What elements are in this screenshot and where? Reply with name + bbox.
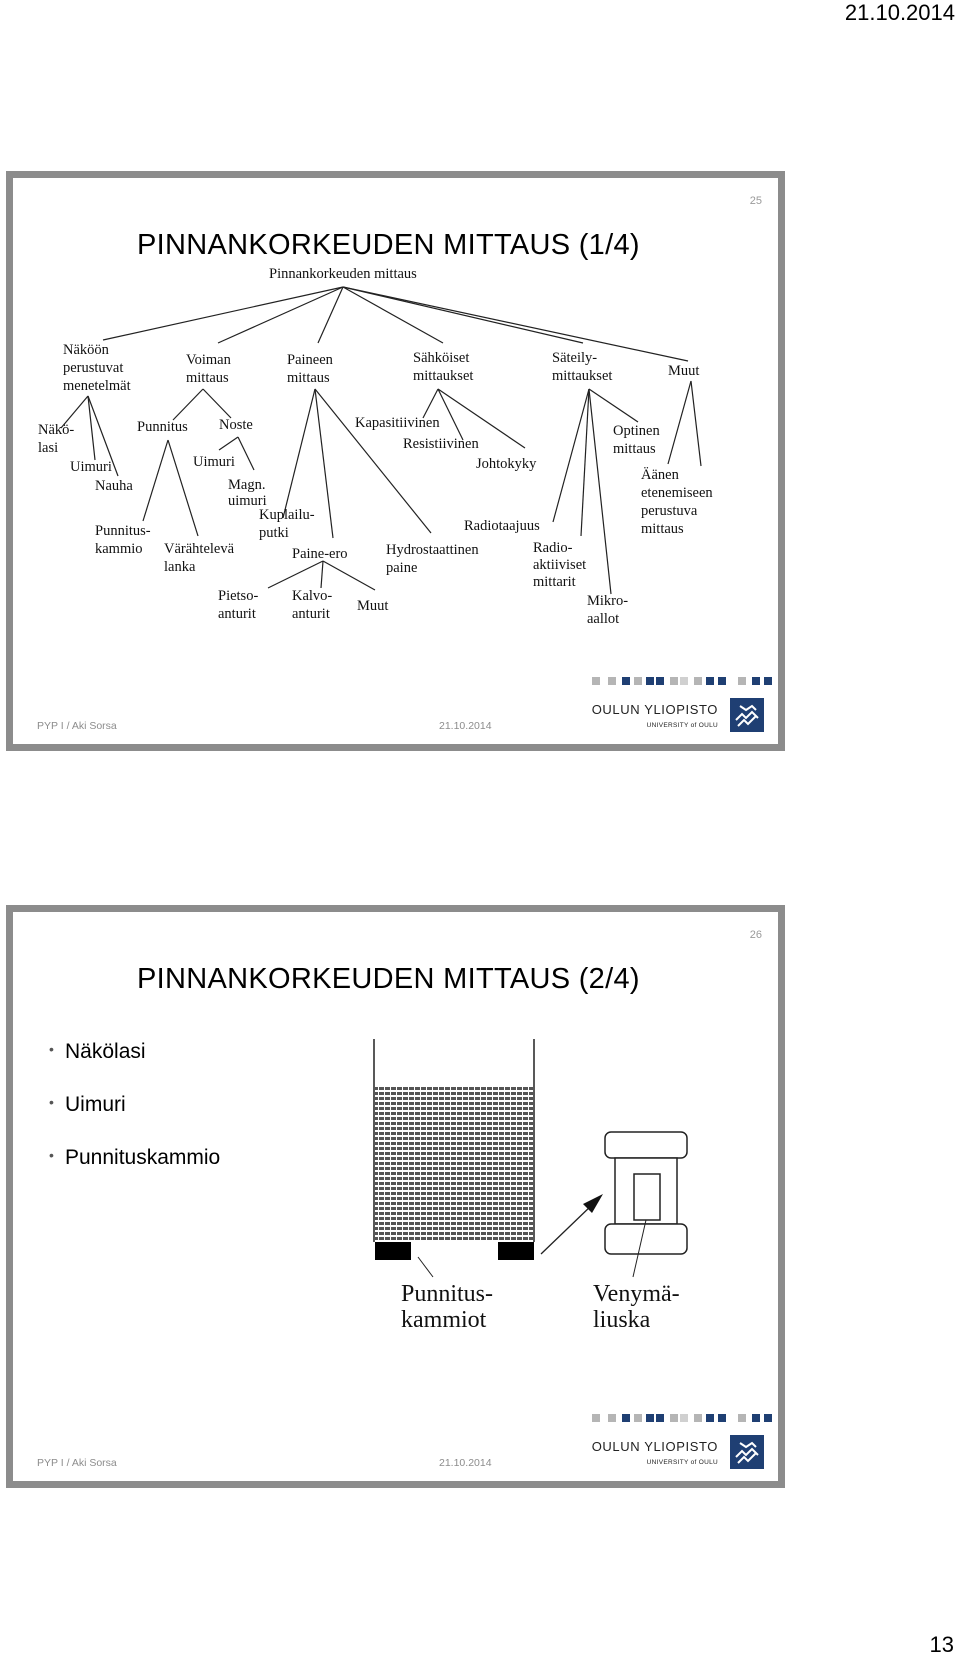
node-root: Pinnankorkeuden mittaus [269, 266, 417, 282]
node-radiotaajuus: Radiotaajuus [464, 518, 540, 534]
node-johtokyky: Johtokyky [476, 456, 537, 472]
slide-26: 26 PINNANKORKEUDEN MITTAUS (2/4) Näkölas… [6, 905, 785, 1488]
node-punnituskammio-2: kammio [95, 541, 143, 557]
node-sateily-2: mittaukset [552, 368, 612, 384]
pointer-line [632, 1219, 647, 1278]
node-kalvo-2: anturit [292, 606, 330, 622]
node-kuplailu-2: putki [259, 525, 289, 541]
slide-title: PINNANKORKEUDEN MITTAUS (1/4) [137, 229, 640, 261]
node-aanen-4: mittaus [641, 521, 684, 537]
node-varahteleva-1: Värähtelevä [164, 541, 235, 557]
node-nakolasi-2: lasi [38, 440, 58, 456]
node-nakoon-1: Näköön [63, 342, 110, 358]
label-venyma-1: Venymä- [593, 1281, 680, 1307]
label-venyma-2: liuska [593, 1307, 651, 1333]
bullet-uimuri: Uimuri [49, 1093, 220, 1117]
bullet-punnituskammio: Punnituskammio [49, 1146, 220, 1170]
node-magn-2: uimuri [228, 493, 267, 509]
node-aanen-3: perustuva [641, 503, 698, 519]
page-number: 13 [929, 1632, 954, 1657]
node-aanen-1: Äänen [641, 466, 680, 483]
slide-25: 25 PINNANKORKEUDEN MITTAUS (1/4) [6, 171, 785, 751]
node-kuplailu-1: Kuplailu- [259, 507, 315, 523]
label-punnitus-2: kammiot [401, 1307, 487, 1333]
university-subtitle: UNIVERSITY of OULU [646, 722, 718, 729]
node-pietso-1: Pietso- [218, 588, 258, 604]
node-voiman-2: mittaus [186, 370, 229, 386]
node-radio-3: mittarit [533, 574, 576, 590]
pointer-line [417, 1256, 434, 1278]
node-kapasitiivinen: Kapasitiivinen [355, 415, 440, 431]
node-nakolasi-1: Näkö- [38, 422, 74, 438]
bullet-nakolasi: Näkölasi [49, 1040, 220, 1064]
node-radio-1: Radio- [533, 540, 573, 556]
node-voiman-1: Voiman [186, 352, 232, 368]
tree-connectors [60, 286, 702, 595]
node-pietso-2: anturit [218, 606, 256, 622]
print-date: 21.10.2014 [844, 0, 955, 25]
node-optinen-2: mittaus [613, 441, 656, 457]
tank-icon [373, 1039, 535, 1260]
university-name: OULUN YLIOPISTO [591, 702, 718, 717]
node-varahteleva-2: lanka [164, 559, 196, 575]
university-logo-icon [730, 698, 764, 732]
university-name: OULUN YLIOPISTO [591, 1439, 718, 1454]
label-punnitus-1: Punnitus- [401, 1281, 493, 1307]
node-paineen-1: Paineen [287, 352, 334, 368]
node-nakoon-2: perustuvat [63, 360, 123, 376]
load-cell-icon [604, 1131, 688, 1255]
tree-labels: Pinnankorkeuden mittaus Näköön perustuva… [38, 266, 713, 627]
weighing-chamber-figure: Punnitus- kammiot Venymä- liuska [373, 1039, 688, 1333]
decorative-stripe [592, 677, 772, 685]
node-sahkoiset-2: mittaukset [413, 368, 473, 384]
node-nauha: Nauha [95, 478, 133, 494]
node-sahkoiset-1: Sähköiset [413, 350, 469, 366]
node-resistiivinen: Resistiivinen [403, 436, 479, 452]
node-punnitus: Punnitus [137, 419, 188, 435]
node-kalvo-1: Kalvo- [292, 588, 332, 604]
footer-date: 21.10.2014 [439, 720, 492, 732]
footer-date: 21.10.2014 [439, 1457, 492, 1469]
footer-author: PYP I / Aki Sorsa [37, 720, 117, 732]
node-uimuri-2: Uimuri [193, 454, 235, 470]
node-mikro-2: aallot [587, 611, 619, 627]
arrow-icon [540, 1194, 603, 1255]
university-logo-icon [730, 1435, 764, 1469]
node-paine-ero: Paine-ero [292, 546, 348, 562]
level-measurement-tree-diagram: Pinnankorkeuden mittaus Näköön perustuva… [38, 266, 713, 627]
decorative-stripe [592, 1414, 772, 1422]
node-hydro-2: paine [386, 560, 417, 576]
slide-number: 25 [749, 195, 762, 207]
slide-title: PINNANKORKEUDEN MITTAUS (2/4) [137, 963, 640, 995]
node-optinen-1: Optinen [613, 423, 660, 439]
slide-number: 26 [749, 929, 762, 941]
footer-author: PYP I / Aki Sorsa [37, 1457, 117, 1469]
node-noste: Noste [219, 417, 253, 433]
node-radio-2: aktiiviset [533, 557, 586, 573]
figure-labels: Punnitus- kammiot Venymä- liuska [401, 1281, 680, 1333]
node-nakoon-3: menetelmät [63, 378, 131, 394]
university-subtitle: UNIVERSITY of OULU [646, 1459, 718, 1466]
node-aanen-2: etenemiseen [641, 485, 713, 501]
bullet-list: Näkölasi Uimuri Punnituskammio [49, 1040, 220, 1199]
node-punnituskammio-1: Punnitus- [95, 523, 151, 539]
node-mikro-1: Mikro- [587, 593, 628, 609]
node-paineen-2: mittaus [287, 370, 330, 386]
node-uimuri-1: Uimuri [70, 459, 112, 475]
node-magn-1: Magn. [228, 477, 265, 493]
node-muut: Muut [668, 363, 699, 379]
node-sateily-1: Säteily- [552, 350, 597, 366]
node-muut-paine: Muut [357, 598, 388, 614]
node-hydro-1: Hydrostaattinen [386, 542, 479, 558]
